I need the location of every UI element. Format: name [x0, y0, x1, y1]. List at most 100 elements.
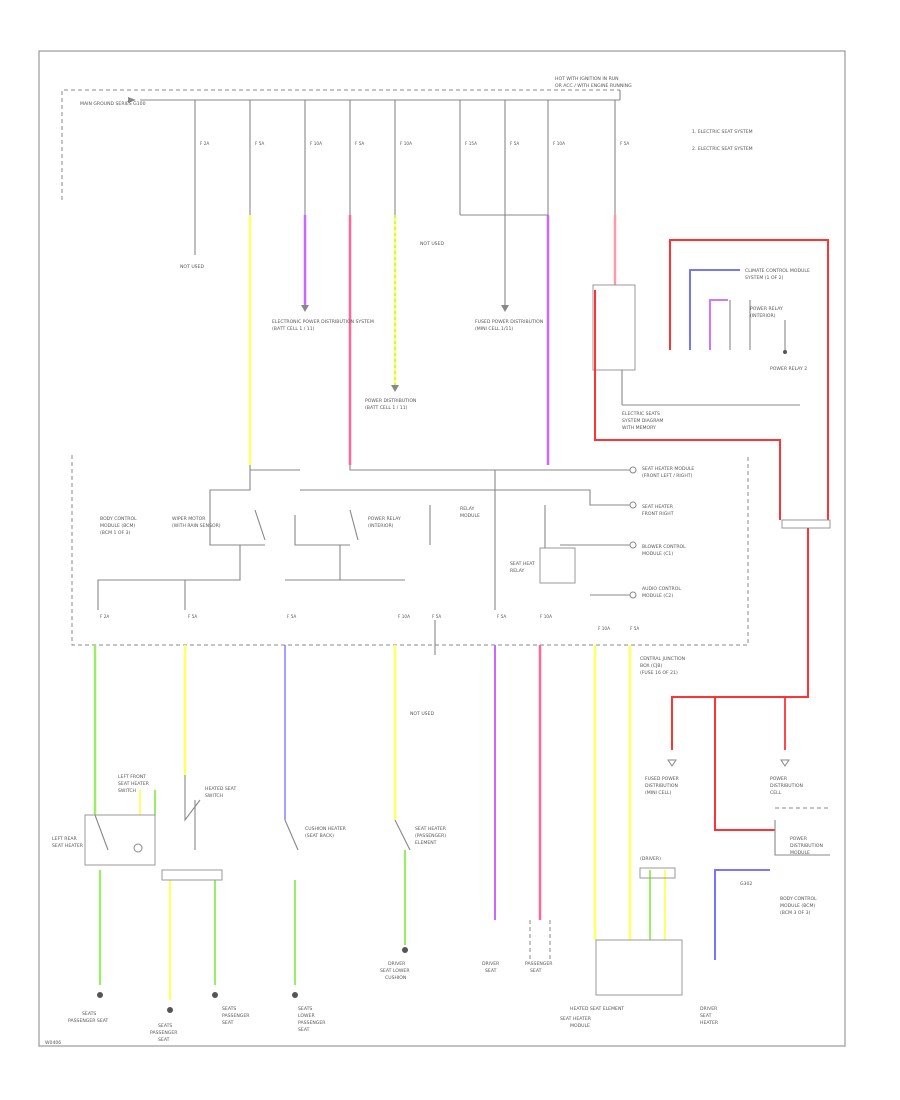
heated-seat-sw-1b-label: SWITCH [205, 793, 223, 799]
ground-g-label: G302 [740, 881, 752, 887]
body-control-label: BODY CONTROL [100, 516, 137, 522]
switch-icon [94, 814, 109, 851]
bottom-3-label: SEATS [222, 1006, 236, 1012]
right-connectors: SEAT HEATER MODULE (FRONT LEFT / RIGHT) … [495, 466, 694, 599]
ground-icon [780, 759, 790, 767]
ground-ref-label: MAIN GROUND SERIES G100 [80, 101, 146, 107]
bottom-3c-label: SEAT [222, 1020, 234, 1026]
legend-item-1: 1. ELECTRIC SEAT SYSTEM [692, 129, 753, 135]
page-number: W0406 [45, 1040, 61, 1046]
fused-ref-2c-label: (MINI CELL) [645, 790, 672, 796]
power-dist-label: POWER DISTRIBUTION [365, 398, 416, 404]
lower-switches: LEFT FRONT SEAT HEATER SWITCH HEATED SEA… [52, 711, 447, 881]
top-bus-label: HOT WITH IGNITION IN RUN [555, 76, 619, 82]
fuse2-label-3: F 5A [287, 614, 296, 619]
top-fuse-drops: F 2A F 5A F 10A F 5A F 10A F 15A F 5A F … [194, 100, 629, 215]
legend: 1. ELECTRIC SEAT SYSTEM 2. ELECTRIC SEAT… [692, 129, 753, 152]
bottom-5-label: DRIVER [388, 961, 406, 967]
bottom-6b-label: SEAT [485, 968, 497, 974]
not-used-label-2: NOT USED [420, 241, 444, 247]
bottom-9-label: DRIVER [700, 1006, 718, 1012]
seat-heater-4b-label: MODULE (C2) [642, 593, 673, 599]
ground-icon [667, 759, 677, 767]
not-used-label-3: NOT USED [410, 711, 434, 717]
bottom-9c-label: HEATER [700, 1020, 719, 1026]
seat-heater-rc-label: ELEMENT [415, 840, 437, 846]
seat-heat-relay-label: SEAT HEAT [510, 561, 535, 567]
fuse-label-3: F 10A [310, 141, 322, 146]
pdm-b-label: DISTRIBUTION [790, 843, 823, 849]
fuse2-label-5: F 5A [432, 614, 441, 619]
left-rear-seat-b-label: SEAT HEATER [52, 843, 84, 849]
bottom-7b-label: SEAT [530, 968, 542, 974]
heated-seat-elem-label: HEATED SEAT ELEMENT [570, 1006, 624, 1012]
fuse-label-6: F 15A [465, 141, 477, 146]
left-rear-seat-label: LEFT REAR [52, 836, 78, 842]
power-relay-interior-label: POWER RELAY [368, 516, 401, 522]
top-bus-sub-label: OR ACC / WITH ENGINE RUNNING [555, 83, 632, 89]
body-control-sub-label: MODULE (BCM) [100, 523, 135, 529]
seat-heater-rb-label: (PASSENGER) [415, 833, 446, 839]
top-bus: HOT WITH IGNITION IN RUN OR ACC / WITH E… [61, 76, 632, 200]
seat-heater-1b-label: (FRONT LEFT / RIGHT) [642, 473, 693, 479]
fuse-label-4: F 5A [355, 141, 364, 146]
switch-icon [284, 819, 299, 851]
bottom-5c-label: CUSHION [385, 975, 406, 981]
heated-seat-sw-1-label: HEATED SEAT [205, 786, 236, 792]
power-dist-2-label: POWER [770, 776, 788, 782]
relay-pair-sub-label: MODULE [460, 513, 480, 519]
power-relay-sub-label: (INTERIOR) [750, 313, 776, 319]
body-ctrl-2c-label: (BCM 3 OF 3) [780, 910, 811, 916]
connector-arrow-icon [391, 385, 399, 392]
bottom-9b-label: SEAT [700, 1013, 712, 1019]
switch-icon [254, 509, 266, 541]
central-junction-ref-label: (FUSE 16 OF 21) [640, 670, 678, 676]
fused-ref-label: FUSED POWER DISTRIBUTION [475, 319, 543, 325]
seat-heat-relay-sub-label: RELAY [510, 568, 525, 574]
fuse-label-7: F 5A [510, 141, 519, 146]
left-seat-heater-sw-label: LEFT FRONT [118, 774, 146, 780]
seat-heater-3b-label: MODULE (C1) [642, 551, 673, 557]
bottom-5b-label: SEAT LOWER [380, 968, 410, 974]
bottom-7-label: PASSENGER [525, 961, 553, 967]
central-junction-box: CENTRAL JUNCTION BOX (CJB) (FUSE 16 OF 2… [71, 455, 749, 676]
fuse2-label-9: F 5A [630, 626, 639, 631]
fuse-label-9: F 5A [620, 141, 629, 146]
power-relay-interior-sub-label: (INTERIOR) [368, 523, 394, 529]
fuse-label-5: F 10A [400, 141, 412, 146]
fuse2-label-8: F 10A [598, 626, 610, 631]
top-connectors: NOT USED NOT USED ELECTRONIC POWER DISTR… [180, 241, 543, 411]
lower-colored-wires [93, 620, 666, 1000]
body-ctrl-2-label: BODY CONTROL [780, 896, 817, 902]
hvac-module-label: CLIMATE CONTROL MODULE [745, 268, 810, 274]
fused-ref-2-label: FUSED POWER [645, 776, 680, 782]
bottom-1b-label: PASSENGER SEAT [68, 1018, 109, 1024]
pdm-label: POWER [790, 836, 808, 842]
top-colored-wires [194, 214, 617, 465]
seat-heater-r-label: SEAT HEATER [415, 826, 447, 832]
bottom-labels: SEATS PASSENGER SEAT SEATS PASSENGER SEA… [68, 920, 719, 1043]
fuse-label-1: F 2A [200, 141, 209, 146]
relay-box-2-label: WIPER MOTOR [172, 516, 206, 522]
fuse-label-2: F 5A [255, 141, 264, 146]
bottom-8b-label: MODULE [570, 1023, 590, 1029]
bottom-6-label: DRIVER [482, 961, 500, 967]
bottom-2-label: SEATS [158, 1023, 172, 1029]
fuse2-label-2: F 5A [188, 614, 197, 619]
diagram-frame [38, 50, 846, 1047]
fuse2-label-7: F 10A [540, 614, 552, 619]
internal-relays: BODY CONTROL MODULE (BCM) (BCM 1 OF 3) W… [97, 465, 630, 610]
cushion-heater-label: CUSHION HEATER [305, 826, 347, 832]
left-seat-heater-sw-b-label: SEAT HEATER [118, 781, 150, 787]
relay-box-1c-label: WITH MEMORY [622, 425, 656, 431]
seat-heater-1-label: SEAT HEATER MODULE [642, 466, 694, 472]
elec-power-cell-label: (BATT CELL 1 / 11) [272, 326, 315, 332]
bottom-4d-label: SEAT [298, 1027, 310, 1033]
legend-item-2: 2. ELECTRIC SEAT SYSTEM [692, 146, 753, 152]
switch-icon [394, 819, 411, 851]
body-control-ref-label: (BCM 1 OF 3) [100, 530, 131, 536]
right-lower-area: FUSED POWER DISTRIBUTION (MINI CELL) POW… [570, 528, 830, 1012]
bottom-4c-label: PASSENGER [298, 1020, 326, 1026]
fuse2-label-6: F 5A [497, 614, 506, 619]
seat-heater-2-label: SEAT HEATER [642, 504, 674, 510]
